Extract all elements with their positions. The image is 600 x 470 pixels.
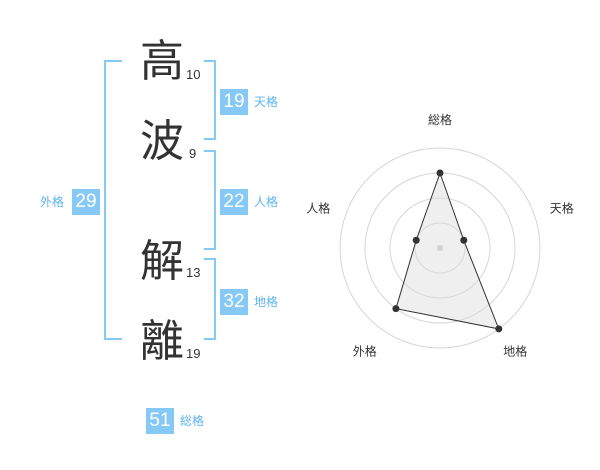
tenkaku-label: 天格 [254,95,279,109]
radar-center [437,245,443,251]
soukaku-label: 総格 [180,414,205,428]
gaikaku-badge: 29 [72,189,100,215]
tenkaku-badge: 19 [220,89,248,115]
radar-axis-label-1: 天格 [550,200,574,215]
stroke-count-3: 13 [186,265,201,280]
radar-axis-label-0: 総格 [428,112,452,127]
gaikaku-label: 外格 [40,195,65,209]
chikaku-label: 地格 [254,295,279,309]
chikaku-badge: 32 [220,289,248,315]
radar-ring-4 [339,147,541,349]
radar-ring-2 [389,197,491,299]
radar-point-2 [495,325,503,333]
radar-area [395,171,500,330]
soukaku-badge: 51 [146,408,174,434]
radar-ring-1 [414,222,466,274]
name-char-2: 波 [140,116,184,167]
jinkaku-bracket [204,150,216,250]
radar-axis-label-4: 人格 [306,200,330,215]
radar-axis-label-2: 地格 [503,344,527,359]
radar-point-3 [392,305,400,313]
tenkaku-bracket [204,60,216,140]
radar-point-1 [460,236,468,244]
radar-point-4 [412,236,420,244]
stroke-count-4: 19 [186,346,201,361]
stroke-count-1: 10 [186,67,201,82]
jinkaku-badge: 22 [220,189,248,215]
radar-axis-label-3: 外格 [353,344,377,359]
stroke-count-2: 9 [189,146,197,161]
radar-point-0 [436,169,444,177]
gaikaku-bracket [104,60,122,340]
name-char-3: 解 [140,236,184,287]
chikaku-bracket [204,258,216,340]
jinkaku-label: 人格 [254,195,279,209]
name-char-1: 高 [140,36,184,87]
name-char-4: 離 [140,316,184,367]
